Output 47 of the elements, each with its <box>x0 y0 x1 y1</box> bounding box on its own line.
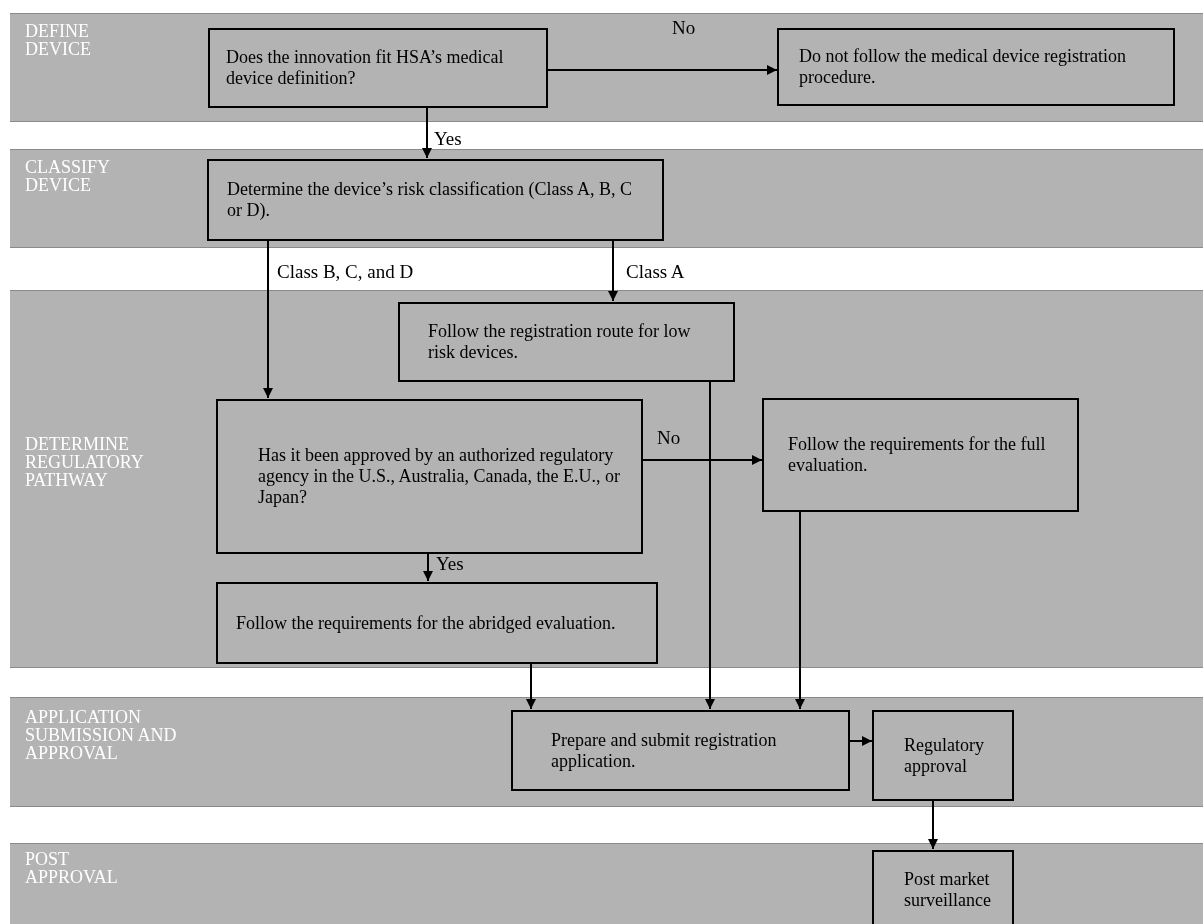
process-box <box>216 582 658 664</box>
stage-title: DEFINE DEVICE <box>25 22 92 58</box>
process-box <box>511 710 850 791</box>
arrow <box>849 736 873 746</box>
box-text: Follow the requirements for the abridged evaluation. <box>236 612 616 634</box>
arrow <box>263 239 273 399</box>
box-text: Has it been approved by an authorized regulatory agency in the U.S., Australia, Canada, the E.U., or Japan? <box>258 445 621 508</box>
arrow <box>795 510 805 710</box>
stage-band <box>10 697 1203 807</box>
box-text: Determine the device’s risk classification (Class A, B, C or D). <box>227 179 633 221</box>
edge-label: Class B, C, and D <box>277 262 414 282</box>
stage-title: DETERMINE REGULATORY PATHWAY <box>25 435 144 489</box>
box-text: Does the innovation fit HSA’s medical device definition? <box>226 47 505 89</box>
stage-band <box>10 290 1203 668</box>
process-box <box>872 850 1014 924</box>
edge-label: Yes <box>434 129 462 149</box>
stage-title: APPLICATION SUBMISSION AND APPROVAL <box>25 708 178 762</box>
arrow <box>526 662 536 710</box>
arrow <box>928 799 938 850</box>
stage-band <box>10 13 1203 122</box>
box-text: Regulatory approval <box>904 734 985 777</box>
edge-label: No <box>672 18 696 38</box>
box-text: Post market surveillance <box>904 869 992 911</box>
arrow <box>705 380 715 710</box>
process-box <box>398 302 735 382</box>
process-box <box>777 28 1175 106</box>
box-text: Follow the registration route for low risk devices. <box>428 321 692 363</box>
stage-title: CLASSIFY DEVICE <box>25 158 111 194</box>
edge-label: Yes <box>436 554 464 574</box>
arrow <box>642 455 763 465</box>
box-text: Follow the requirements for the full evaluation. <box>788 434 1047 476</box>
process-box <box>872 710 1014 801</box>
process-box <box>216 399 643 554</box>
box-text: Prepare and submit registration application. <box>551 729 778 772</box>
arrow <box>547 65 778 75</box>
edge-label: Class A <box>626 262 685 282</box>
arrow <box>422 106 432 159</box>
process-box <box>208 28 548 108</box>
arrow <box>608 239 618 302</box>
stage-band <box>10 843 1203 924</box>
edge-label: No <box>657 428 681 448</box>
box-text: Do not follow the medical device registration procedure. <box>799 46 1127 88</box>
process-box <box>207 159 664 241</box>
stage-title: POST APPROVAL <box>25 850 119 886</box>
stage-band <box>10 149 1203 248</box>
arrow <box>423 552 433 582</box>
process-box <box>762 398 1079 512</box>
